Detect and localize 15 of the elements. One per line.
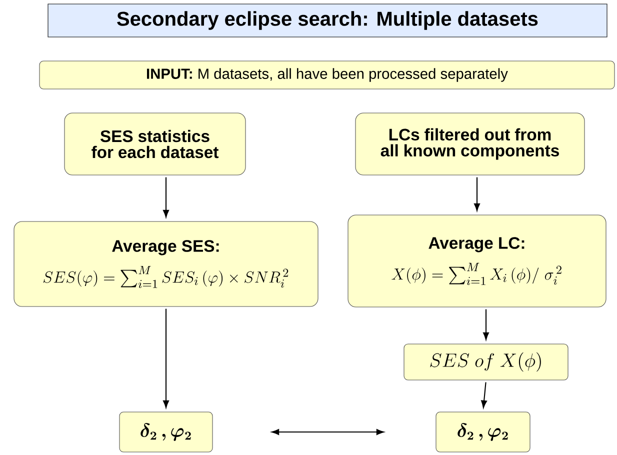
title-banner: Secondary eclipse search: Multiple datasets — [48, 4, 608, 38]
arrow — [481, 382, 487, 408]
arrow — [474, 177, 480, 211]
arrow — [483, 309, 489, 340]
process-box: SES statistics for each dataset — [64, 112, 246, 176]
arrow — [272, 429, 384, 435]
result-box: $\boldsymbol{\delta_2\,,\varphi_2}$ — [436, 412, 530, 452]
arrow — [163, 177, 169, 218]
input-box: INPUT: M datasets, all have been processed separately — [39, 60, 615, 90]
result-box: $\boldsymbol{\delta_2\,,\varphi_2}$ — [119, 412, 213, 452]
process-box: LCs filtered out from all known components — [355, 112, 585, 176]
process-box: $SES\ of\ X(\phi)$ — [404, 344, 568, 380]
formula-box: Average LC: $X(\phi) = \sum_{i=1}^{M} X_i\,(\phi)/\ \sigma_i^{\,2}$ — [348, 214, 606, 308]
arrow — [163, 308, 169, 408]
formula-box: Average SES: $SES(\varphi)= \sum_{i=1}^{M} SES_i\,(\varphi)\times SNR_i^{\,2}$ — [14, 221, 318, 307]
